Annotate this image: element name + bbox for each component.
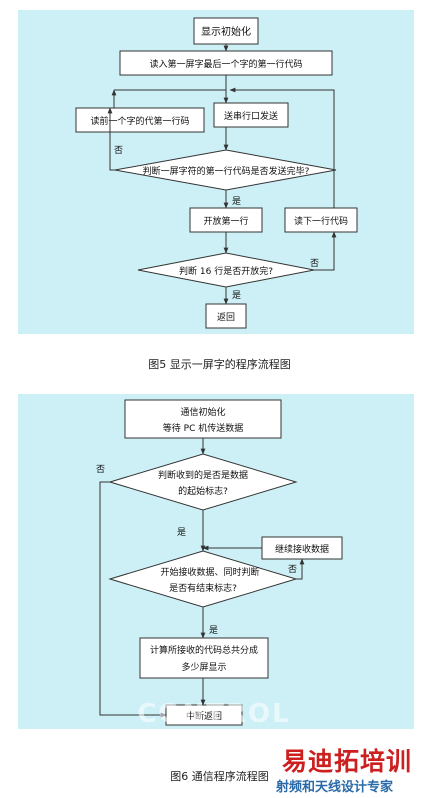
label-yes-1-fig6: 是 xyxy=(177,527,186,538)
node-serial-send-label: 送串行口发送 xyxy=(224,110,278,122)
node-return: 返回 xyxy=(205,303,247,329)
label-no-outer: 否 xyxy=(96,464,105,475)
node-compute-line1: 计算所接收的代码总共分成 xyxy=(150,644,258,656)
node-read-next-row-code-label: 读下一行代码 xyxy=(294,215,348,227)
node-judge-start-line1: 判断收到的是否是数据 xyxy=(158,469,248,481)
label-yes-1: 是 xyxy=(232,196,241,207)
node-read-first-row-last-char: 读入第一屏字最后一个字的第一行代码 xyxy=(119,50,333,76)
node-judge-sent-label: 判断一屏字符的第一行代码是否发送完毕? xyxy=(143,165,310,177)
node-interrupt-return: 中断返回 xyxy=(165,704,243,726)
node-judge-start-line2: 的起始标志? xyxy=(178,485,228,497)
node-interrupt-return-label: 中断返回 xyxy=(186,710,222,722)
node-comm-init-line1: 通信初始化 xyxy=(180,406,225,418)
node-start-receive-line1: 开始接收数据、同时判断 xyxy=(160,566,259,578)
node-open-first-row-label: 开放第一行 xyxy=(203,215,248,227)
node-read-next-row-code: 读下一行代码 xyxy=(284,207,358,233)
label-yes-2-fig6: 是 xyxy=(209,625,218,636)
node-judge-start: 判断收到的是否是数据 的起始标志? xyxy=(108,453,298,511)
label-no-right: 否 xyxy=(310,258,319,269)
figure6-flowchart: 通信初始化 等待 PC 机传送数据 判断收到的是否是数据 的起始标志? 继续接收… xyxy=(96,399,343,729)
brand-watermark: 易迪拓培训 xyxy=(282,747,413,776)
node-display-init: 显示初始化 xyxy=(193,17,259,45)
figure6-connectors xyxy=(99,438,305,718)
node-return-label: 返回 xyxy=(217,311,235,323)
node-judge-16-rows-label: 判断 16 行是否开放完? xyxy=(179,265,273,277)
node-compute: 计算所接收的代码总共分成 多少屏显示 xyxy=(139,637,269,679)
node-judge-16-rows: 判断 16 行是否开放完? xyxy=(137,252,315,288)
node-read-prev-char-code: 读前一个字的代第一行码 xyxy=(75,107,205,133)
label-no-left: 否 xyxy=(114,145,123,156)
node-read-prev-char-code-label: 读前一个字的代第一行码 xyxy=(90,115,189,127)
node-comm-init: 通信初始化 等待 PC 机传送数据 xyxy=(124,399,282,439)
node-open-first-row: 开放第一行 xyxy=(189,207,263,233)
slogan-watermark: 射频和天线设计专家 xyxy=(276,780,394,795)
node-continue-receive-label: 继续接收数据 xyxy=(275,543,329,555)
node-serial-send: 送串行口发送 xyxy=(213,102,289,128)
control-logo-watermark: CONTROL xyxy=(137,699,290,729)
node-start-receive-line2: 是否有结束标志? xyxy=(169,582,237,594)
label-no-inner: 否 xyxy=(288,564,297,575)
figure6-panel: 通信初始化 等待 PC 机传送数据 判断收到的是否是数据 的起始标志? 继续接收… xyxy=(18,394,414,729)
figure6-caption: 图6 通信程序流程图 xyxy=(170,770,269,783)
node-display-init-label: 显示初始化 xyxy=(201,25,251,38)
figure5-connectors xyxy=(107,44,337,305)
figure5-flowchart: 显示初始化 读入第一屏字最后一个字的第一行代码 读前一个字的代第一行码 送串行口… xyxy=(75,17,358,329)
node-start-receive: 开始接收数据、同时判断 是否有结束标志? xyxy=(108,550,298,608)
node-continue-receive: 继续接收数据 xyxy=(261,536,343,560)
node-read-first-row-last-char-label: 读入第一屏字最后一个字的第一行代码 xyxy=(149,58,302,70)
node-judge-sent: 判断一屏字符的第一行代码是否发送完毕? xyxy=(114,149,337,191)
figure5-panel: 显示初始化 读入第一屏字最后一个字的第一行代码 读前一个字的代第一行码 送串行口… xyxy=(18,10,414,334)
figure5-caption: 图5 显示一屏字的程序流程图 xyxy=(148,358,291,371)
node-compute-line2: 多少屏显示 xyxy=(181,661,226,673)
label-yes-2: 是 xyxy=(232,290,241,301)
node-comm-init-line2: 等待 PC 机传送数据 xyxy=(163,422,243,434)
